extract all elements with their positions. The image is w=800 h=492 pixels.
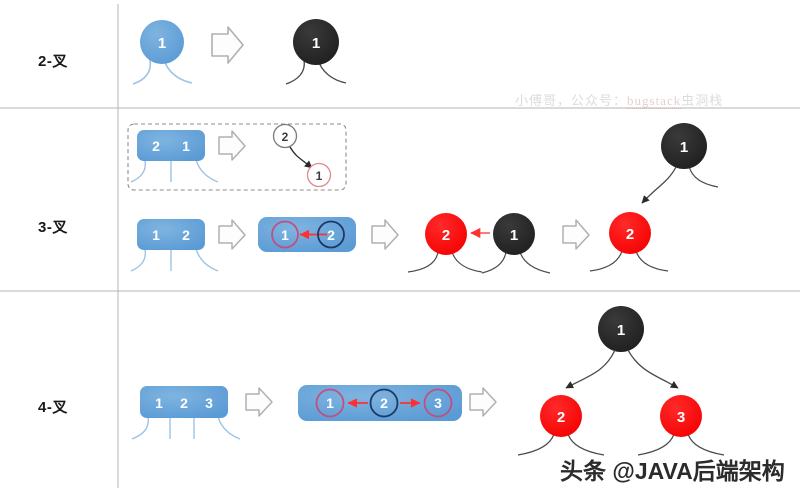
row3-bottom-key-1: 2	[182, 227, 190, 243]
row3-top-node-2-value: 2	[282, 130, 289, 144]
row4-block-arrow-1-icon	[245, 387, 273, 417]
row2-result-value: 1	[312, 35, 320, 52]
row4-linked-box[interactable]: 1 2 3	[298, 385, 462, 421]
row4-key-1: 2	[180, 395, 188, 411]
row3-mid-node-1-value: 1	[510, 227, 518, 244]
row4-tree-child-left-value: 2	[557, 409, 565, 426]
watermark-top-suffix: 虫洞栈	[681, 93, 724, 108]
row3-bottom-key-0: 1	[152, 227, 160, 243]
row3-top-block-arrow-icon	[218, 130, 246, 161]
row3-final-child-node[interactable]: 2	[589, 212, 669, 272]
row3-bottom-key-box[interactable]: 1 2	[130, 219, 219, 272]
row4-linked-value-1: 2	[380, 395, 388, 411]
row-separators	[0, 4, 800, 488]
row4-key-2: 3	[205, 395, 213, 411]
row3-linked-value-0: 1	[281, 227, 289, 243]
row3-top-node-1-value: 1	[316, 169, 323, 183]
row4-tree-child-left[interactable]: 2	[517, 395, 605, 456]
row4-key-box[interactable]: 1 2 3	[131, 386, 241, 440]
row4-block-arrow-2-icon	[469, 387, 497, 417]
row-label-4-ary: 4-叉	[38, 399, 68, 416]
row4-tree-child-right-value: 3	[677, 409, 685, 426]
row3-mid-node-1[interactable]: 1	[481, 213, 551, 274]
row4-tree-root[interactable]: 1	[598, 306, 644, 352]
row2-source-value: 1	[158, 35, 166, 52]
watermark-top-prefix: 小傅哥，公众号：	[515, 93, 628, 108]
row4-tree-edge-left	[565, 349, 616, 389]
row3-dashed-container	[127, 123, 347, 191]
watermark-top: 小傅哥，公众号：bugstack虫洞栈	[515, 90, 723, 109]
row3-linked-value-1: 2	[327, 227, 335, 243]
row3-final-edge	[641, 166, 677, 204]
row4-group: 1 2 3 1 2 3	[131, 306, 725, 456]
row3-final-root-value: 1	[680, 139, 688, 156]
row4-tree-child-right[interactable]: 3	[637, 395, 725, 456]
row3-top-key-0: 2	[152, 138, 160, 154]
watermark-top-link: bugstack	[627, 93, 682, 109]
row3-bottom-variant: 1 2 1 2	[130, 123, 719, 274]
row3-bottom-block-arrow-1-icon	[218, 219, 246, 250]
row3-top-node-1[interactable]: 1	[306, 162, 332, 188]
row-label-2-ary: 2-叉	[38, 53, 68, 70]
row4-key-0: 1	[155, 395, 163, 411]
row2-block-arrow-icon	[211, 26, 244, 64]
row4-linked-value-2: 3	[434, 395, 442, 411]
row3-bottom-block-arrow-2-icon	[371, 219, 399, 250]
row4-tree-root-value: 1	[617, 322, 625, 339]
row3-final-root-node[interactable]: 1	[661, 123, 719, 188]
row3-mid-node-2-value: 2	[442, 227, 450, 244]
row3-final-child-value: 2	[626, 226, 634, 243]
row3-mid-node-2[interactable]: 2	[407, 213, 483, 273]
row2-group: 1 1	[132, 19, 347, 85]
row3-bottom-block-arrow-3-icon	[562, 219, 590, 250]
row3-top-curve-arrow	[289, 146, 313, 169]
row4-tree-edge-right	[627, 349, 679, 389]
row3-top-key-box[interactable]: 2 1	[130, 130, 219, 183]
row3-linked-box[interactable]: 1 2	[258, 217, 356, 252]
row2-result-node[interactable]: 1	[285, 19, 347, 85]
row3-top-variant: 2 1 2 1	[130, 123, 332, 188]
row-label-3-ary: 3-叉	[38, 219, 68, 236]
watermark-bottom: 头条 @JAVA后端架构	[560, 458, 785, 484]
row4-linked-value-0: 1	[326, 395, 334, 411]
row3-top-node-2[interactable]: 2	[272, 123, 298, 149]
row2-source-node[interactable]: 1	[132, 20, 193, 85]
row3-top-key-1: 1	[182, 138, 190, 154]
